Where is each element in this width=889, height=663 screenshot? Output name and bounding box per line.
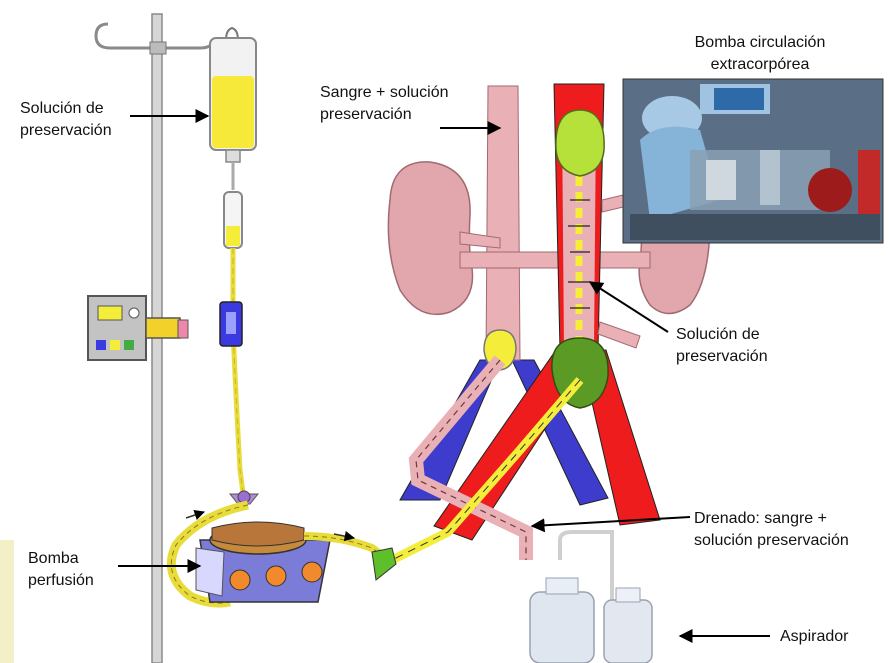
perfusion-pump bbox=[171, 505, 396, 603]
aspirator-bottles bbox=[530, 532, 652, 663]
label-blood-solution: Sangre + solución preservación bbox=[320, 82, 449, 126]
label-drainage: Drenado: sangre + solución preservación bbox=[694, 508, 849, 552]
iv-tubing bbox=[233, 248, 244, 500]
left-edge-strip bbox=[0, 540, 14, 663]
renal-vein bbox=[460, 252, 650, 268]
pole-control-box bbox=[88, 296, 188, 360]
iv-bag bbox=[210, 28, 256, 248]
drainage-arrow bbox=[532, 517, 690, 526]
label-iv-solution: Solución de preservación bbox=[20, 98, 112, 142]
roller-clamp bbox=[220, 302, 242, 346]
label-aorta-solution: Solución de preservación bbox=[676, 324, 768, 368]
label-aspirator: Aspirador bbox=[780, 626, 848, 648]
ecmo-photo bbox=[623, 79, 883, 243]
upper-balloon bbox=[556, 110, 604, 176]
label-ecmo-pump: Bomba circulación extracorpórea bbox=[660, 32, 860, 76]
label-perfusion-pump: Bomba perfusión bbox=[28, 548, 94, 592]
